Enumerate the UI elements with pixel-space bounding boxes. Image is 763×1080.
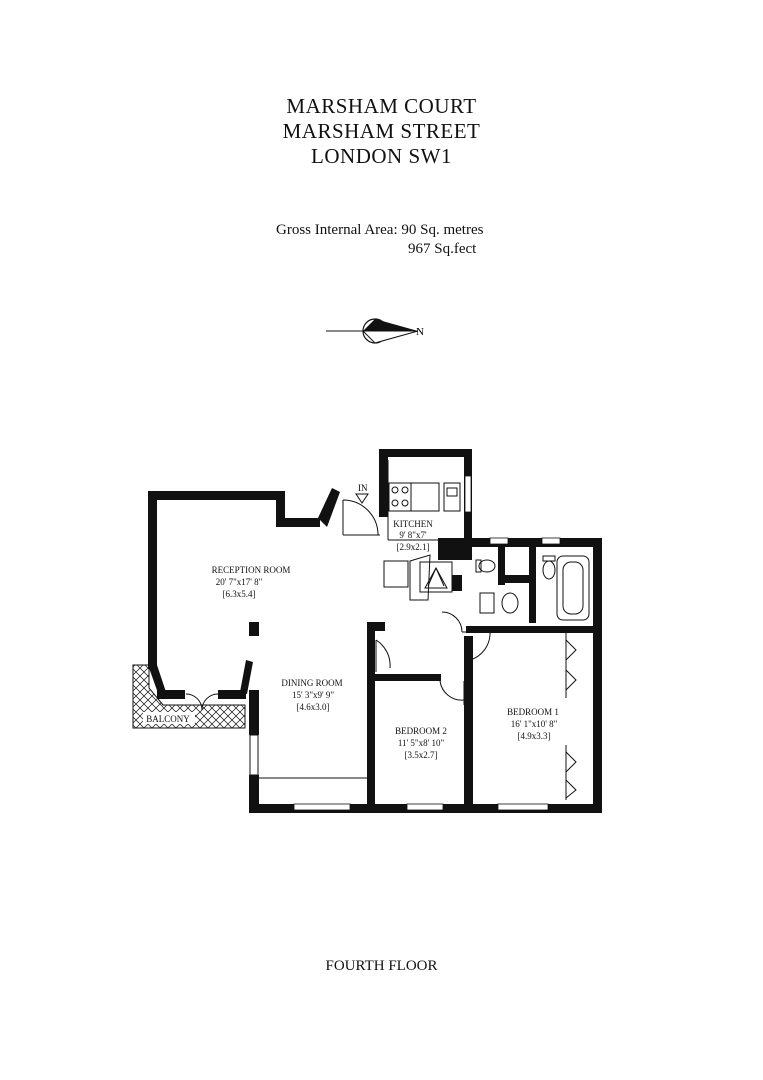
room-labels: RECEPTION ROOM 20' 7"x17' 8" [6.3x5.4] K…: [146, 519, 559, 760]
reception-room-metric: [6.3x5.4]: [223, 589, 256, 599]
fixtures: [185, 460, 590, 800]
gross-area-imperial: 967 Sq.fect: [408, 241, 477, 257]
bedroom-2-imperial: 11' 5"x8' 10": [398, 738, 445, 748]
walls: [148, 449, 602, 813]
reception-room-imperial: 20' 7"x17' 8": [216, 577, 263, 587]
entrance-label: IN: [358, 483, 368, 493]
kitchen-imperial: 9' 8"x7': [399, 530, 427, 540]
dining-room-imperial: 15' 3"x9' 9": [292, 690, 334, 700]
compass-north-label: N: [416, 326, 424, 338]
bedroom-2-metric: [3.5x2.7]: [405, 750, 438, 760]
street-name: MARSHAM STREET: [282, 119, 481, 143]
floor-label: FOURTH FLOOR: [325, 958, 438, 974]
bedroom-1-name: BEDROOM 1: [507, 707, 559, 717]
kitchen-metric: [2.9x2.1]: [397, 542, 430, 552]
city-postcode: LONDON SW1: [311, 144, 452, 168]
bedroom-1-imperial: 16' 1"x10' 8": [511, 719, 558, 729]
reception-room-name: RECEPTION ROOM: [212, 565, 291, 575]
dining-room-name: DINING ROOM: [281, 678, 342, 688]
gross-area-metric: Gross Internal Area: 90 Sq. metres: [276, 222, 484, 238]
compass-icon: N: [326, 318, 424, 344]
property-name: MARSHAM COURT: [286, 94, 477, 118]
bedroom-1-metric: [4.9x3.3]: [518, 731, 551, 741]
dining-room-metric: [4.6x3.0]: [297, 702, 330, 712]
bedroom-2-name: BEDROOM 2: [395, 726, 447, 736]
kitchen-name: KITCHEN: [393, 519, 433, 529]
balcony: [132, 664, 246, 729]
balcony-name: BALCONY: [146, 714, 190, 724]
